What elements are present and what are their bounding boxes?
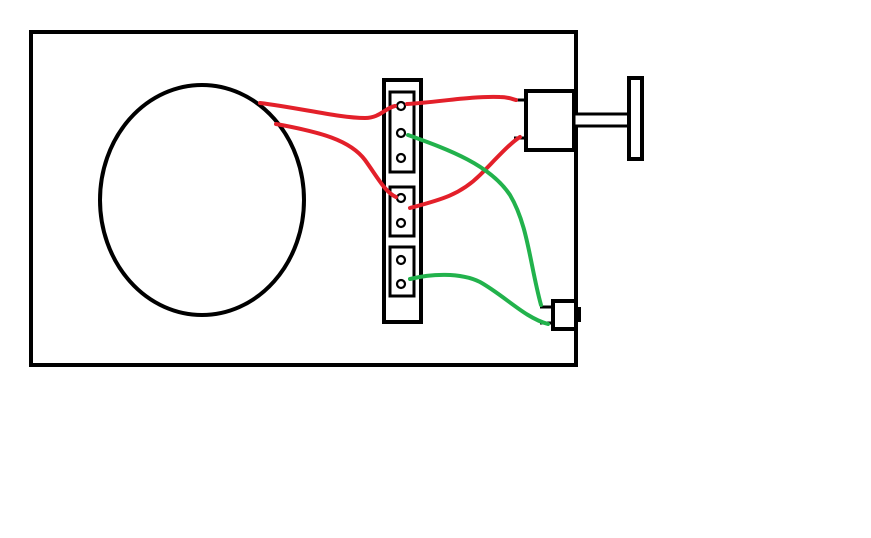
wire-green-terminal-bottom-to-jack [408,272,550,326]
terminal-pin [395,278,407,290]
terminal-pin [395,127,407,139]
terminal-pin [395,152,407,164]
speaker [98,83,306,317]
wire-red-terminal-top-to-pot [405,94,518,106]
potentiometer-body [524,89,576,152]
jack-tab [576,307,581,322]
terminal-pin [395,217,407,229]
wire-red-terminal-middle-to-pot [408,135,522,210]
terminal-strip [382,78,423,324]
potentiometer-knob [627,76,644,161]
terminal-pin [395,254,407,266]
enclosure [29,30,578,367]
wire-green-terminal-top-to-jack [406,133,543,307]
wire-red-speaker-to-terminal-top [258,101,397,121]
wire-red-speaker-to-terminal-middle [274,122,398,199]
jack-body [551,299,578,331]
potentiometer [514,76,644,161]
potentiometer-shaft [572,112,632,128]
